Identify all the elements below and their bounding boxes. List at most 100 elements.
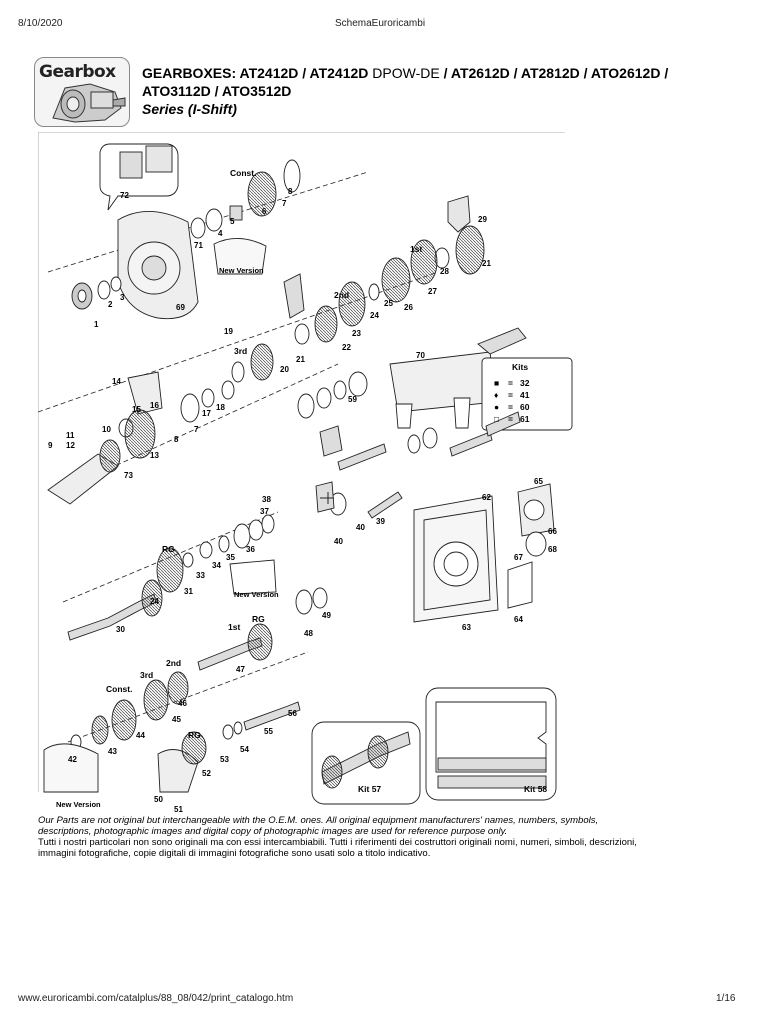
gearbox-logo-icon — [52, 83, 126, 123]
part-68: 68 — [548, 545, 557, 554]
part-43: 43 — [108, 747, 117, 756]
part-70: 70 — [416, 351, 425, 360]
part-51: 51 — [174, 805, 183, 812]
part-10: 10 — [102, 425, 111, 434]
title-part1: GEARBOXES: AT2412D / AT2412D — [142, 65, 369, 81]
part-35: 35 — [226, 553, 235, 562]
part-47: 47 — [236, 665, 245, 674]
part-6: 6 — [262, 207, 267, 216]
print-page-number: 1/16 — [716, 993, 736, 1004]
part-52: 52 — [202, 769, 211, 778]
part-23: 23 — [352, 329, 361, 338]
part-18: 18 — [216, 403, 225, 412]
svg-text:=: = — [508, 402, 513, 412]
kit-symbol-1: ♦ — [494, 390, 499, 400]
part-8-mid: 8 — [174, 435, 179, 444]
part-22: 22 — [342, 343, 351, 352]
part-16: 16 — [150, 401, 159, 410]
kit-symbol-0: ■ — [494, 378, 499, 388]
part-53: 53 — [220, 755, 229, 764]
part-38: 38 — [262, 495, 271, 504]
part-59: 59 — [348, 395, 357, 404]
part-17: 17 — [202, 409, 211, 418]
kits-legend: Kits ■ = 32 ♦ = 41 ● = 60 □ = 61 — [494, 362, 530, 424]
part-24: 24 — [370, 311, 379, 320]
part-34: 34 — [212, 561, 221, 570]
part-73: 73 — [124, 471, 133, 480]
part-26: 26 — [404, 303, 413, 312]
part-19: 19 — [224, 327, 233, 336]
part-12: 12 — [66, 441, 75, 450]
part-49: 49 — [322, 611, 331, 620]
gear-label-rg-bottom: RG — [188, 730, 201, 740]
part-21-top: 21 — [482, 259, 491, 268]
print-page-title: SchemaEuroricambi — [335, 18, 426, 29]
part-48: 48 — [304, 629, 313, 638]
part-13: 13 — [150, 451, 159, 460]
print-url: www.euroricambi.com/catalplus/88_08/042/… — [18, 993, 294, 1004]
part-30: 30 — [116, 625, 125, 634]
new-version-label-bottom: New Version — [56, 800, 101, 809]
gear-label-2nd-counter: 2nd — [166, 658, 181, 668]
title-part2: / AT2612D / AT2812D / ATO2612D / — [443, 65, 669, 81]
gear-label-1st-top: 1st — [410, 244, 422, 254]
disclaimer-italian: Tutti i nostri particolari non sono orig… — [38, 837, 637, 859]
part-1: 1 — [94, 320, 99, 329]
kits-legend-title: Kits — [512, 362, 528, 372]
part-50: 50 — [154, 795, 163, 804]
gear-label-const-counter: Const. — [106, 684, 132, 694]
part-39: 39 — [376, 517, 385, 526]
part-45: 45 — [172, 715, 181, 724]
gear-label-2nd-top: 2nd — [334, 290, 349, 300]
part-55: 55 — [264, 727, 273, 736]
disclaimer: Our Parts are not original but interchan… — [38, 815, 638, 859]
part-14: 14 — [112, 377, 121, 386]
exploded-parts-diagram: Const. 1st 2nd 3rd RG RG 1st 2nd 3rd Con… — [38, 132, 573, 812]
kit-symbol-2: ● — [494, 402, 499, 412]
part-11: 11 — [66, 431, 75, 440]
part-20: 20 — [280, 365, 289, 374]
part-33: 33 — [196, 571, 205, 580]
part-64: 64 — [514, 615, 523, 624]
part-3: 3 — [120, 293, 125, 302]
title-variant: DPOW-DE — [372, 65, 440, 81]
part-24-mid: 24 — [150, 597, 159, 606]
gear-label-1st-counter: 1st — [228, 622, 240, 632]
part-37: 37 — [260, 507, 269, 516]
gear-label-rg-mid: RG — [162, 544, 175, 554]
kit58-label: Kit 58 — [524, 784, 547, 794]
part-66: 66 — [548, 527, 557, 536]
gearbox-logo: Gearbox — [34, 57, 130, 127]
part-44: 44 — [136, 731, 145, 740]
part-15: 15 — [132, 405, 141, 414]
page-title: GEARBOXES: AT2412D / AT2412D DPOW-DE / A… — [142, 64, 702, 82]
kit-value-2: 60 — [520, 402, 530, 412]
part-63: 63 — [462, 623, 471, 632]
part-7: 7 — [282, 199, 287, 208]
kit-value-1: 41 — [520, 390, 530, 400]
disclaimer-english: Our Parts are not original but interchan… — [38, 815, 599, 837]
svg-text:=: = — [508, 378, 513, 388]
gear-label-rg-counter: RG — [252, 614, 265, 624]
part-9: 9 — [48, 441, 53, 450]
svg-text:=: = — [508, 390, 513, 400]
part-54: 54 — [240, 745, 249, 754]
part-21-mid: 21 — [296, 355, 305, 364]
part-5: 5 — [230, 217, 235, 226]
kit-value-3: 61 — [520, 414, 530, 424]
part-62: 62 — [482, 493, 491, 502]
title-line2: ATO3112D / ATO3512D — [142, 83, 292, 99]
part-67: 67 — [514, 553, 523, 562]
gear-label-3rd-top: 3rd — [234, 346, 247, 356]
part-71: 71 — [194, 241, 203, 250]
part-65: 65 — [534, 477, 543, 486]
logo-text: Gearbox — [39, 62, 116, 82]
kit-symbol-3: □ — [494, 414, 499, 424]
svg-text:=: = — [508, 414, 513, 424]
part-28: 28 — [440, 267, 449, 276]
part-42: 42 — [68, 755, 77, 764]
part-69: 69 — [176, 303, 185, 312]
kit-value-0: 32 — [520, 378, 530, 388]
part-40-bottom: 40 — [334, 537, 343, 546]
part-8: 8 — [288, 187, 293, 196]
